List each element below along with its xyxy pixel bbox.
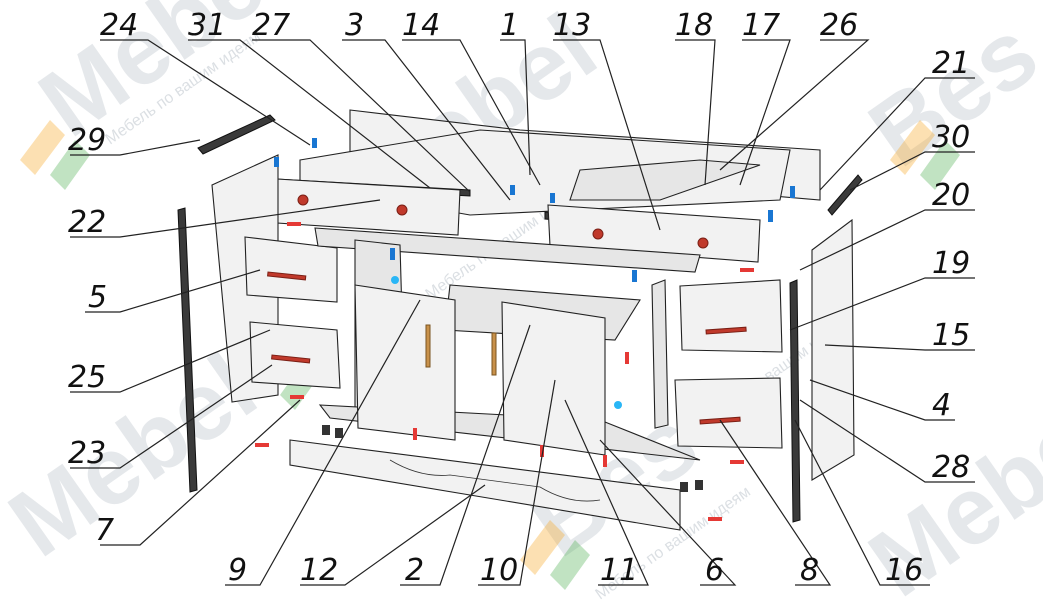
callout-label: 4 <box>932 388 951 423</box>
callout-label: 23 <box>68 436 106 471</box>
callout-label: 14 <box>402 8 440 43</box>
callout-label: 18 <box>675 8 713 43</box>
handle-icon <box>267 271 307 281</box>
callout-labels: 24 31 27 3 14 1 13 18 17 26 21 29 30 22 … <box>68 8 970 588</box>
callout-label: 17 <box>742 8 780 43</box>
callout-label: 12 <box>300 553 338 588</box>
knob-icon <box>396 204 408 216</box>
callout-label: 5 <box>88 280 107 315</box>
part-drawer-7 <box>249 321 341 389</box>
callout-label: 19 <box>932 246 970 281</box>
handle-icon <box>425 324 431 368</box>
callout-label: 9 <box>228 553 247 588</box>
fastener-group-red <box>255 222 754 521</box>
knob-icon <box>297 194 309 206</box>
part-door-11 <box>501 301 606 456</box>
handle-icon <box>271 354 311 364</box>
callout-label: 8 <box>800 553 819 588</box>
callout-label: 29 <box>68 123 106 158</box>
callout-label: 1 <box>500 8 519 43</box>
callout-label: 30 <box>932 120 970 155</box>
callout-label: 13 <box>553 8 591 43</box>
callout-label: 11 <box>600 553 638 588</box>
part-top-trim-right <box>827 174 863 216</box>
foot-icon <box>680 480 703 492</box>
part-top-panel-inner <box>569 159 761 201</box>
furniture-parts <box>177 109 863 531</box>
callout-label: 7 <box>95 513 114 548</box>
part-inner-shelf <box>314 227 701 273</box>
callout-label: 2 <box>405 553 424 588</box>
watermark-logo-icon <box>20 120 90 190</box>
part-drawer-19 <box>679 279 783 353</box>
part-right-partition <box>651 279 669 429</box>
foot-icon <box>322 425 343 438</box>
callout-label: 27 <box>252 8 290 43</box>
callout-label: 24 <box>100 8 138 43</box>
handle-icon <box>705 326 747 335</box>
part-right-edge-strip <box>789 279 801 523</box>
callout-label: 26 <box>820 8 858 43</box>
callout-label: 22 <box>68 205 106 240</box>
knob-icon <box>592 228 604 240</box>
part-drawer-5 <box>244 236 338 303</box>
watermark-logo-icon <box>520 520 590 590</box>
part-left-edge-strip <box>177 207 198 493</box>
fastener-group-blue <box>274 138 795 409</box>
callout-label: 3 <box>345 8 364 43</box>
part-plinth-cutout <box>389 459 601 502</box>
part-door-9 <box>354 284 456 441</box>
leader-lines <box>70 39 975 586</box>
part-right-side-panel <box>811 218 855 481</box>
part-top-trim-left <box>197 114 276 155</box>
part-drawer-8 <box>674 377 783 449</box>
callout-label: 25 <box>68 360 106 395</box>
callout-label: 6 <box>705 553 724 588</box>
callout-label: 28 <box>932 450 970 485</box>
callout-label: 20 <box>932 178 970 213</box>
knob-icon <box>697 237 709 249</box>
callout-label: 16 <box>885 553 923 588</box>
callout-label: 15 <box>932 318 970 353</box>
callout-label: 10 <box>480 553 518 588</box>
handle-icon <box>491 332 497 376</box>
callout-label: 21 <box>932 46 970 81</box>
callout-label: 31 <box>188 8 226 43</box>
